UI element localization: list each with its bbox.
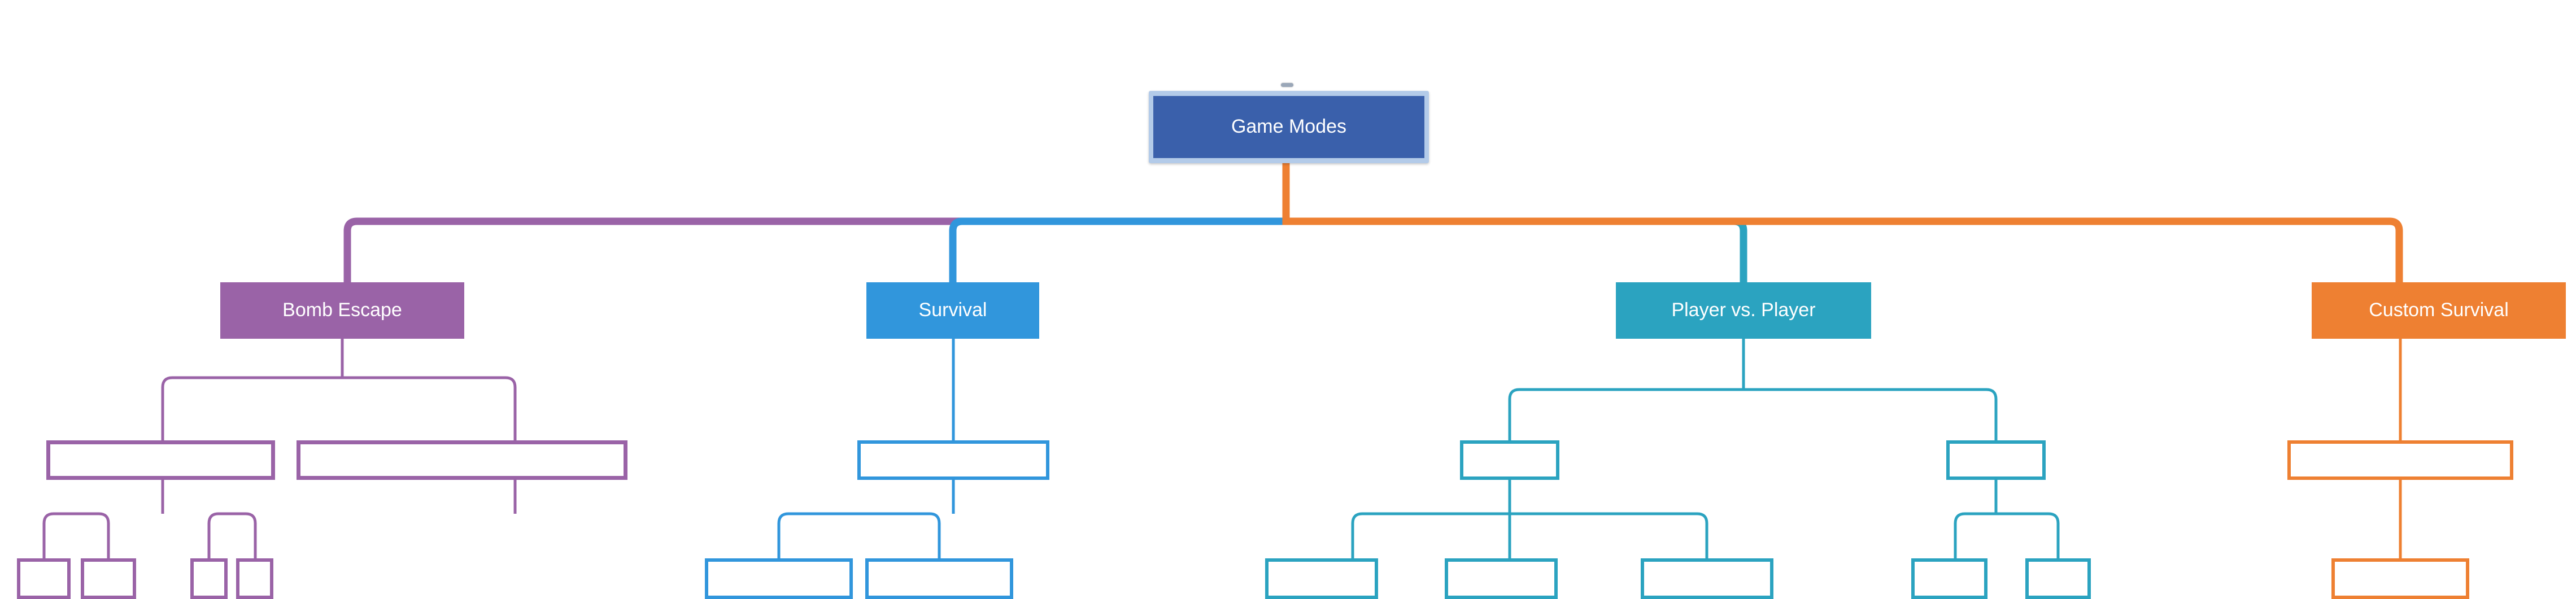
node-bomb-escape-leaf-4[interactable] bbox=[236, 558, 273, 599]
node-player-vs-player[interactable]: Player vs. Player bbox=[1616, 282, 1871, 339]
node-custom-survival-leaf-1[interactable] bbox=[2331, 558, 2469, 599]
node-bomb-escape-label: Bomb Escape bbox=[282, 299, 402, 321]
node-pvp-child-1[interactable] bbox=[1460, 440, 1559, 480]
node-pvp-leaf-4[interactable] bbox=[1911, 558, 1987, 599]
node-survival-leaf-1[interactable] bbox=[705, 558, 853, 599]
node-custom-survival[interactable]: Custom Survival bbox=[2312, 282, 2566, 339]
node-player-vs-player-label: Player vs. Player bbox=[1671, 299, 1816, 321]
node-survival-label: Survival bbox=[918, 299, 987, 321]
node-bomb-escape-leaf-1[interactable] bbox=[17, 558, 71, 599]
node-game-modes[interactable]: Game Modes bbox=[1153, 96, 1424, 158]
node-survival-child-1[interactable] bbox=[857, 440, 1049, 480]
node-custom-survival-label: Custom Survival bbox=[2369, 299, 2509, 321]
node-game-modes-label: Game Modes bbox=[1231, 116, 1347, 138]
node-pvp-leaf-3[interactable] bbox=[1641, 558, 1773, 599]
node-survival-leaf-2[interactable] bbox=[865, 558, 1013, 599]
node-bomb-escape-child-2[interactable] bbox=[297, 440, 627, 480]
root-rotate-handle[interactable] bbox=[1281, 83, 1293, 87]
node-bomb-escape-leaf-2[interactable] bbox=[81, 558, 136, 599]
node-pvp-leaf-2[interactable] bbox=[1445, 558, 1558, 599]
node-bomb-escape[interactable]: Bomb Escape bbox=[220, 282, 464, 339]
node-pvp-child-2[interactable] bbox=[1946, 440, 2046, 480]
node-pvp-leaf-1[interactable] bbox=[1265, 558, 1378, 599]
node-survival[interactable]: Survival bbox=[866, 282, 1039, 339]
node-bomb-escape-leaf-3[interactable] bbox=[190, 558, 228, 599]
node-bomb-escape-child-1[interactable] bbox=[46, 440, 275, 480]
node-pvp-leaf-5[interactable] bbox=[2025, 558, 2091, 599]
node-custom-survival-child-1[interactable] bbox=[2287, 440, 2513, 480]
